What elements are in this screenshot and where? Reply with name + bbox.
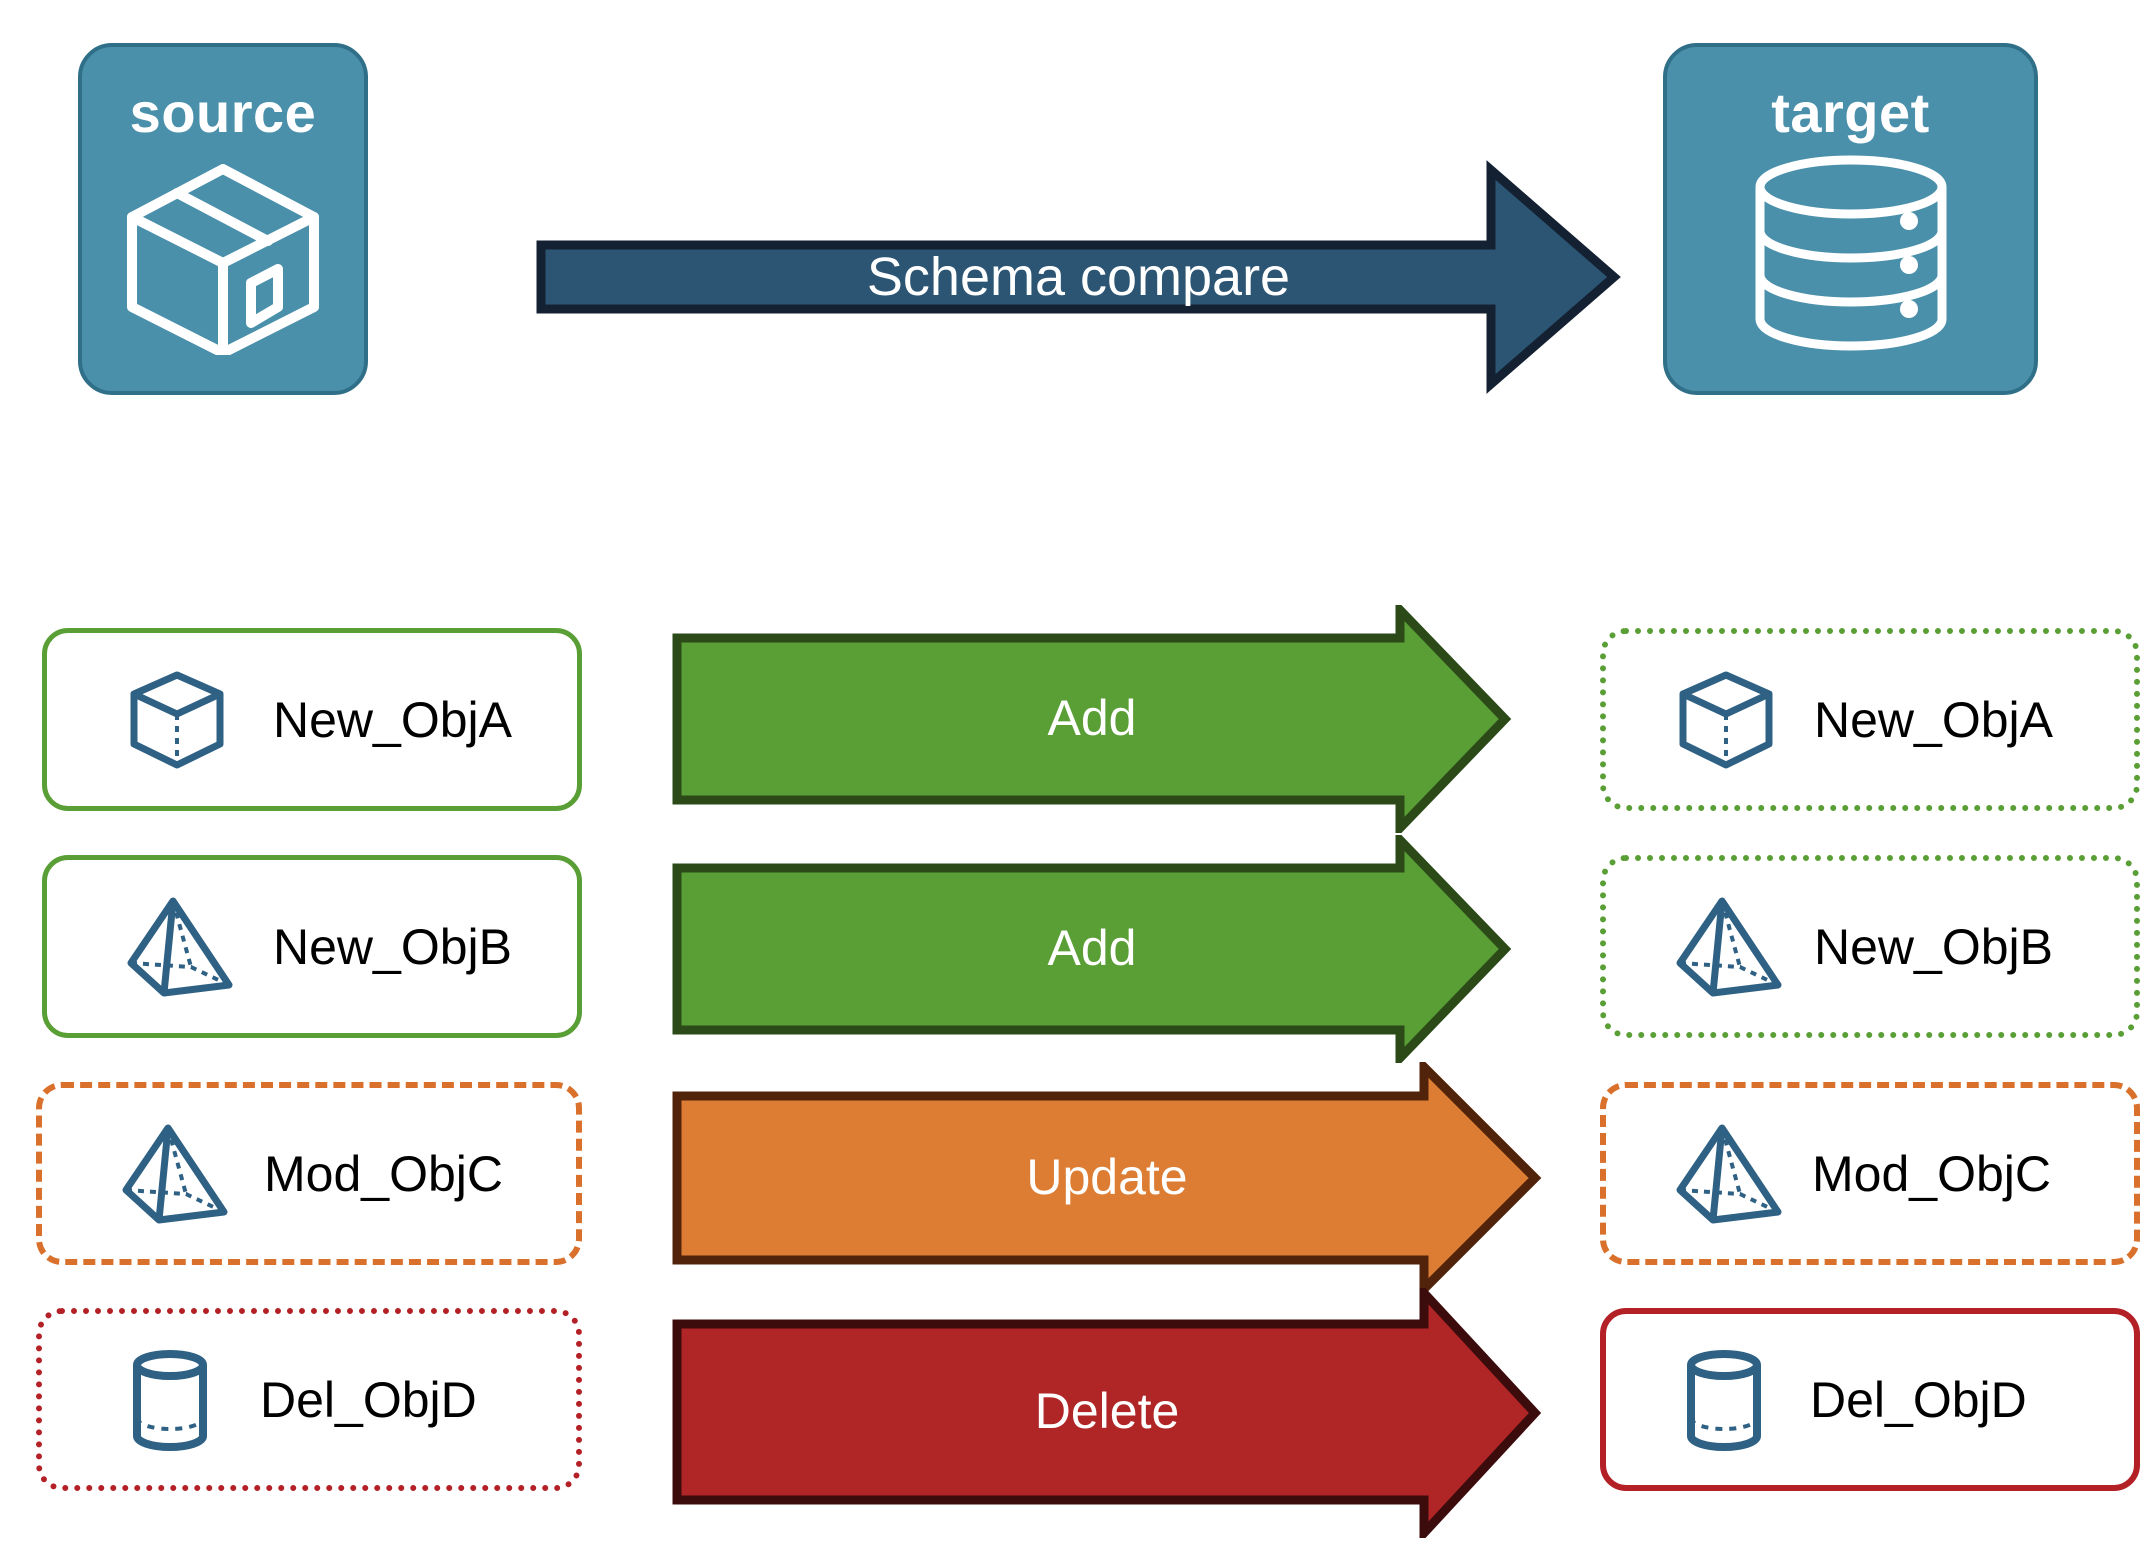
add-arrow-row-1: Add: [672, 835, 1512, 1063]
source-card-label-row-2: Mod_ObjC: [264, 1145, 503, 1202]
target-card-label-row-1: New_ObjB: [1814, 918, 2053, 975]
target-card-label-row-3: Del_ObjD: [1810, 1371, 2027, 1428]
pyramid-wireframe-icon: [1674, 1122, 1784, 1226]
target-card-row-0[interactable]: New_ObjA: [1600, 628, 2140, 811]
target-card-label-row-0: New_ObjA: [1814, 691, 2053, 748]
schema-compare-arrow: Schema compare: [536, 152, 1621, 402]
source-card-row-0[interactable]: New_ObjA: [42, 628, 582, 811]
source-title: source: [129, 81, 317, 144]
delete-arrow-row-3: Delete: [672, 1288, 1542, 1538]
source-endpoint-panel: source: [78, 43, 368, 395]
box-3d-icon: [118, 155, 328, 360]
pyramid-wireframe-icon: [1674, 895, 1784, 999]
target-card-row-1[interactable]: New_ObjB: [1600, 855, 2140, 1038]
source-card-row-1[interactable]: New_ObjB: [42, 855, 582, 1038]
cube-wireframe-icon: [1674, 668, 1778, 772]
target-endpoint-panel: target: [1663, 43, 2038, 395]
pyramid-wireframe-icon: [125, 895, 235, 999]
source-card-row-2[interactable]: Mod_ObjC: [36, 1082, 582, 1265]
target-card-row-3[interactable]: Del_ObjD: [1600, 1308, 2140, 1491]
cylinder-wireframe-icon: [1684, 1348, 1764, 1452]
target-title: target: [1771, 81, 1930, 144]
pyramid-wireframe-icon: [120, 1122, 230, 1226]
target-card-label-row-2: Mod_ObjC: [1812, 1145, 2051, 1202]
target-card-row-2[interactable]: Mod_ObjC: [1600, 1082, 2140, 1265]
source-card-label-row-0: New_ObjA: [273, 691, 512, 748]
cylinder-wireframe-icon: [130, 1348, 210, 1452]
cube-wireframe-icon: [125, 668, 229, 772]
source-card-label-row-1: New_ObjB: [273, 918, 512, 975]
database-cylinder-icon: [1741, 155, 1961, 356]
source-card-row-3[interactable]: Del_ObjD: [36, 1308, 582, 1491]
add-arrow-row-0: Add: [672, 605, 1512, 833]
update-arrow-row-2: Update: [672, 1062, 1542, 1294]
source-card-label-row-3: Del_ObjD: [260, 1371, 477, 1428]
